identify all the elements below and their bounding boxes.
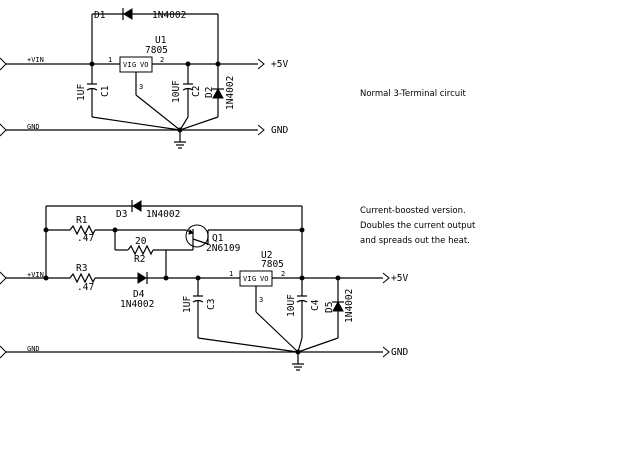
junction-top-1 xyxy=(89,61,95,67)
r2-value: 20 xyxy=(135,236,147,247)
junction-bottom-9 xyxy=(295,349,301,355)
vout-label-top: +5V xyxy=(271,59,288,70)
note-bottom-line-3: and spreads out the heat. xyxy=(360,236,470,246)
capacitor-c3-plate2 xyxy=(192,299,204,303)
junction-bottom-1 xyxy=(43,227,49,233)
r3-value: .47 xyxy=(77,282,94,293)
u2-vo: VO xyxy=(260,275,268,283)
junction-top-3 xyxy=(215,61,221,67)
c3-ref: C3 xyxy=(206,299,217,310)
c1-value: 1UF xyxy=(76,84,87,101)
c4-value: 10UF xyxy=(286,294,297,317)
transistor-q1 xyxy=(185,224,209,248)
q1-part: 2N6109 xyxy=(206,243,241,254)
d3-ref: D3 xyxy=(116,209,127,220)
c3-ground-wire xyxy=(197,337,299,353)
u1-part: 7805 xyxy=(145,45,168,56)
q1-ref: Q1 xyxy=(212,233,224,244)
d5-ref: D5 xyxy=(324,302,335,313)
u2-part: 7805 xyxy=(261,259,284,270)
resistor-r2 xyxy=(127,244,154,256)
d3-part: 1N4002 xyxy=(146,209,180,220)
junction-bottom-7 xyxy=(299,275,305,281)
r2-ref: R2 xyxy=(134,254,145,265)
u2-pin1: 1 xyxy=(229,270,233,278)
u2-ground-wire xyxy=(255,311,299,353)
diode-d3 xyxy=(132,200,142,212)
note-top: Normal 3-Terminal circuit xyxy=(360,89,467,99)
q1-emitter-arrow xyxy=(188,229,194,235)
c1-ref: C1 xyxy=(100,85,111,97)
gnd-label-left-top: GND xyxy=(27,123,40,131)
bottom-circuit: D3 1N4002 R1 .47 Q1 2N6109 20 R2 R xyxy=(0,200,476,371)
u2-pin2: 2 xyxy=(281,270,285,278)
d4-part: 1N4002 xyxy=(120,299,154,310)
u2-ref: U2 xyxy=(261,250,272,261)
c1-ground-wire xyxy=(91,116,181,131)
capacitor-c4-plate2 xyxy=(296,299,308,303)
d4-ref: D4 xyxy=(133,289,145,300)
r1-ref: R1 xyxy=(76,215,88,226)
diode-d1 xyxy=(123,8,133,20)
vout-arrow-top xyxy=(257,58,265,70)
u1-ground-wire xyxy=(135,94,181,131)
q1-collector xyxy=(192,238,209,245)
c2-ref: C2 xyxy=(191,86,202,97)
d2-ref: D2 xyxy=(204,87,215,98)
u2-pin3: 3 xyxy=(259,296,263,304)
r3-ref: R3 xyxy=(76,263,87,274)
u1-pin3: 3 xyxy=(139,83,143,91)
c2-ground-wire xyxy=(179,116,189,131)
junction-bottom-2 xyxy=(43,275,49,281)
gnd-arrow-right-top xyxy=(257,124,265,136)
diode-d4 xyxy=(137,272,147,284)
gnd-label-left-bottom: GND xyxy=(27,345,40,353)
resistor-r3 xyxy=(69,272,96,284)
gnd-arrow-right-bottom xyxy=(382,346,390,358)
vin-arrow-bottom xyxy=(0,271,7,285)
junction-top-4 xyxy=(177,127,183,133)
u1-g: G xyxy=(132,61,136,69)
vin-label-bottom: +VIN xyxy=(27,271,44,279)
c3-value: 1UF xyxy=(182,296,193,313)
junction-top-2 xyxy=(185,61,191,67)
note-bottom-line-1: Current-boosted version. xyxy=(360,206,466,216)
gnd-label-right-bottom: GND xyxy=(391,347,408,358)
r1-value: .47 xyxy=(77,233,94,244)
d1-ref: D1 xyxy=(94,10,106,21)
d5-part: 1N4002 xyxy=(344,289,355,323)
junction-bottom-5 xyxy=(195,275,201,281)
note-bottom-line-2: Doubles the current output xyxy=(360,221,476,231)
capacitor-c2-plate2 xyxy=(182,87,194,91)
u1-ref: U1 xyxy=(155,35,167,46)
gnd-label-right-top: GND xyxy=(271,125,288,136)
resistor-r1 xyxy=(69,224,96,236)
gnd-arrow-left-bottom xyxy=(0,345,7,359)
d2-part: 1N4002 xyxy=(225,76,236,110)
vout-arrow-bottom xyxy=(382,272,390,284)
u1-pin2: 2 xyxy=(160,56,164,64)
c4-ref: C4 xyxy=(310,299,321,311)
u2-g: G xyxy=(252,275,256,283)
d2-ground-wire xyxy=(179,116,219,131)
vin-arrow-top xyxy=(0,57,7,71)
vin-label-top: +VIN xyxy=(27,56,44,64)
junction-bottom-4 xyxy=(163,275,169,281)
gnd-arrow-left-top xyxy=(0,123,7,137)
u1-vo: VO xyxy=(140,61,148,69)
vout-label-bottom: +5V xyxy=(391,273,408,284)
u2-vi: VI xyxy=(243,275,251,283)
capacitor-c1-plate2 xyxy=(86,87,98,91)
u1-pin1: 1 xyxy=(108,56,112,64)
d5-ground-wire xyxy=(297,337,339,353)
u1-vi: VI xyxy=(123,61,131,69)
c2-value: 10UF xyxy=(171,80,182,103)
top-circuit: D1 1N4002 U1 7805 VI G VO 1 2 3 1UF C1 1… xyxy=(0,8,467,149)
junction-bottom-6 xyxy=(299,227,305,233)
d1-part: 1N4002 xyxy=(152,10,186,21)
junction-bottom-3 xyxy=(112,227,118,233)
junction-bottom-8 xyxy=(335,275,341,281)
